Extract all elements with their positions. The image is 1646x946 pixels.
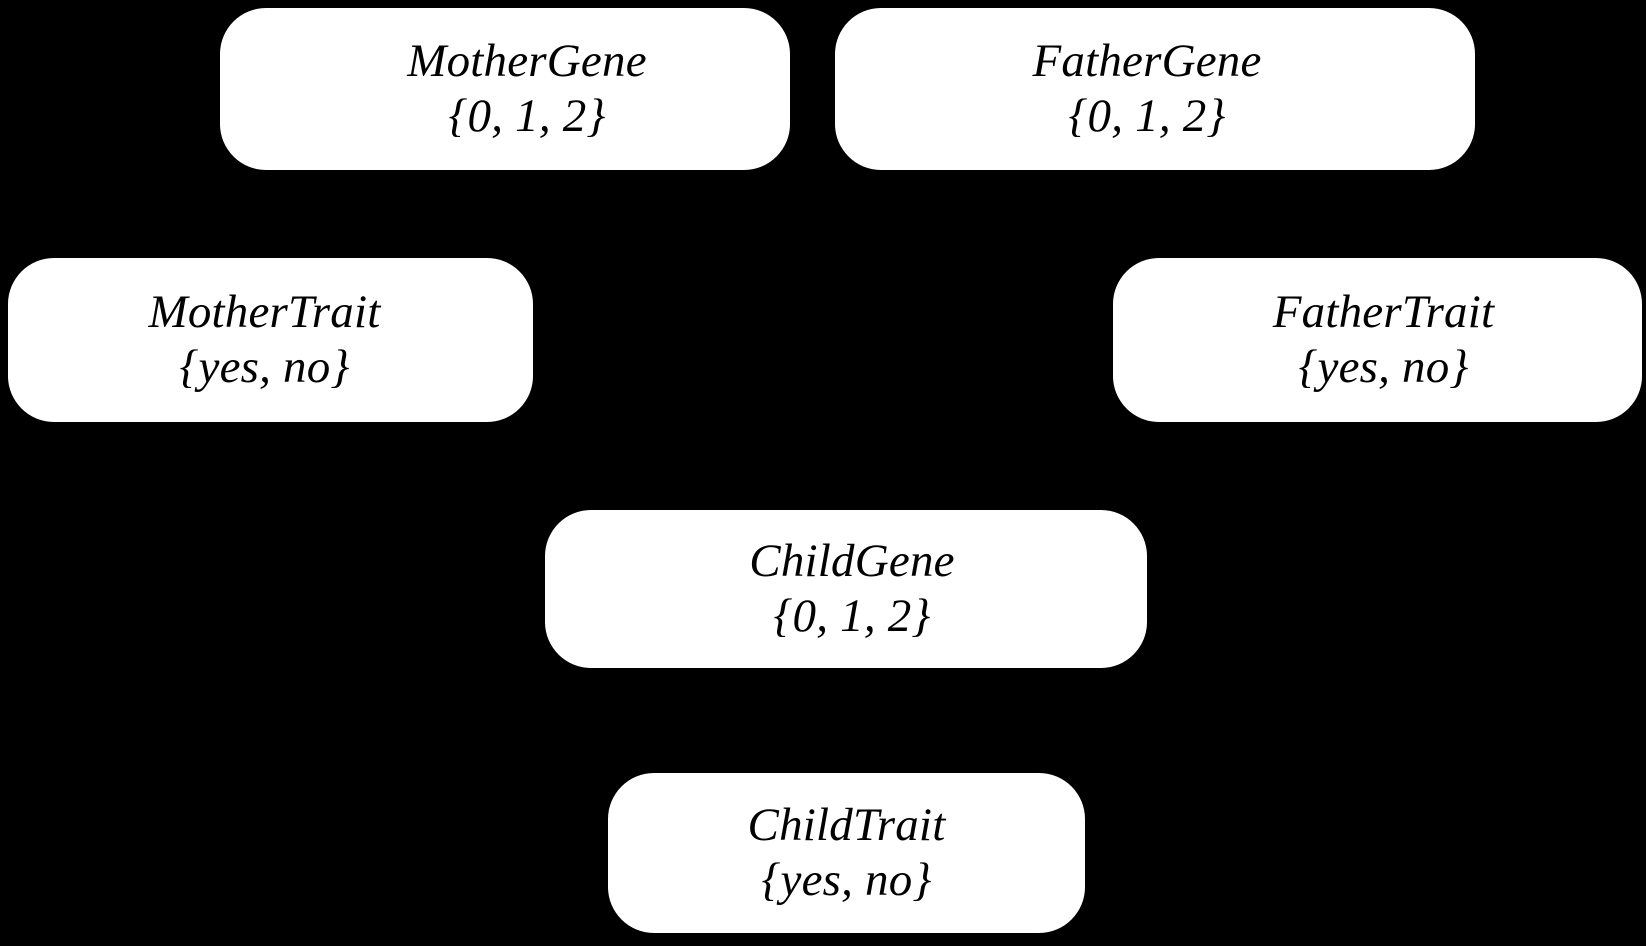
- node-father-gene-text: FatherGene {0, 1, 2}: [1032, 35, 1261, 142]
- node-father-trait[interactable]: FatherTrait {yes, no}: [1113, 258, 1642, 422]
- node-child-gene-name: ChildGene: [749, 535, 955, 588]
- node-mother-trait[interactable]: MotherTrait {yes, no}: [8, 258, 533, 422]
- node-child-trait-text: ChildTrait {yes, no}: [748, 799, 946, 906]
- node-child-trait-name: ChildTrait: [747, 799, 946, 852]
- node-mother-gene-text: MotherGene {0, 1, 2}: [407, 35, 647, 142]
- node-father-trait-name: FatherTrait: [1272, 286, 1495, 339]
- node-child-gene[interactable]: ChildGene {0, 1, 2}: [545, 510, 1147, 668]
- node-mother-gene[interactable]: MotherGene {0, 1, 2}: [220, 8, 790, 170]
- node-child-gene-text: ChildGene {0, 1, 2}: [749, 535, 954, 642]
- node-mother-trait-text: MotherTrait {yes, no}: [148, 286, 380, 393]
- node-mother-trait-domain: {yes, no}: [179, 341, 350, 393]
- node-mother-trait-name: MotherTrait: [148, 286, 381, 339]
- node-child-trait[interactable]: ChildTrait {yes, no}: [608, 773, 1085, 933]
- node-father-trait-text: FatherTrait {yes, no}: [1273, 286, 1495, 393]
- node-mother-gene-name: MotherGene: [407, 35, 647, 88]
- node-father-trait-domain: {yes, no}: [1298, 341, 1469, 393]
- node-father-gene-name: FatherGene: [1032, 35, 1262, 88]
- node-child-gene-domain: {0, 1, 2}: [773, 590, 931, 642]
- node-father-gene[interactable]: FatherGene {0, 1, 2}: [835, 8, 1475, 170]
- node-father-gene-domain: {0, 1, 2}: [1068, 90, 1226, 142]
- node-mother-gene-domain: {0, 1, 2}: [448, 90, 606, 142]
- node-child-trait-domain: {yes, no}: [761, 854, 932, 906]
